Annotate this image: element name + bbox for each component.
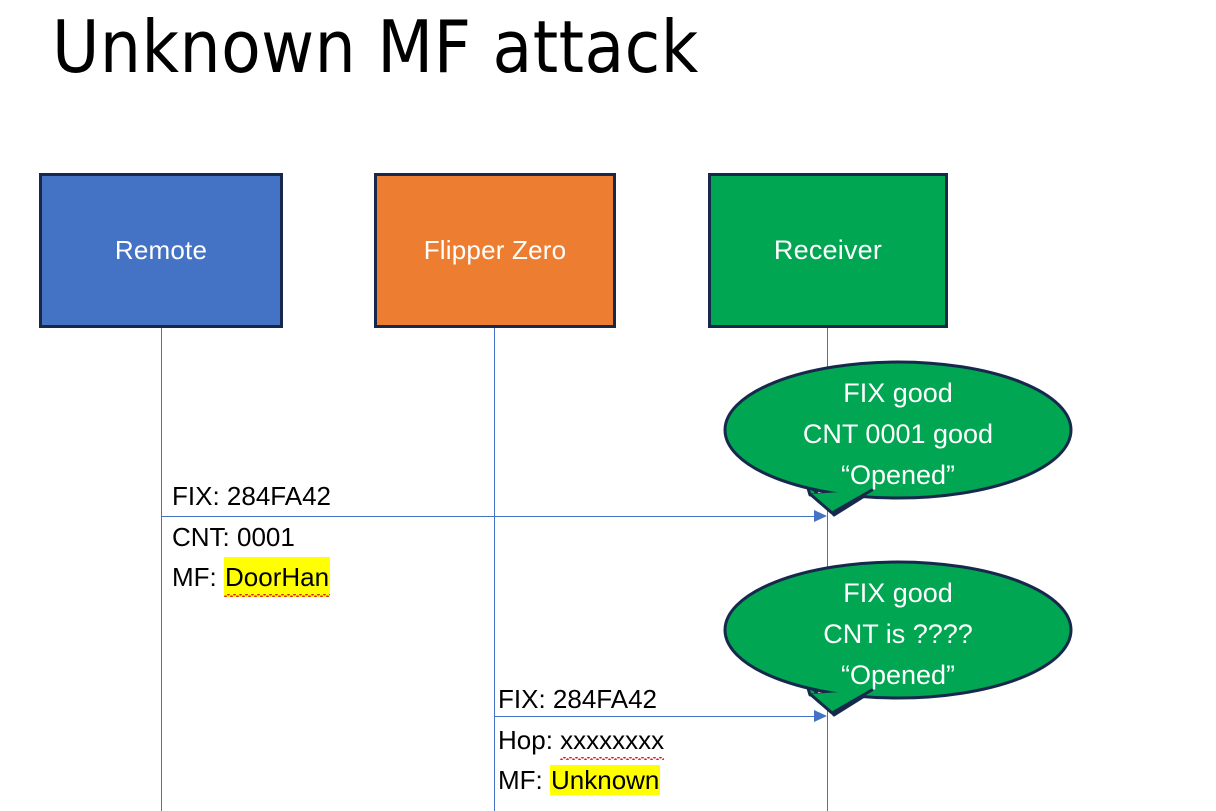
message-1-mf-value: DoorHan — [224, 557, 331, 597]
message-arrow-line-2 — [494, 716, 818, 717]
message-arrow-head-1 — [814, 510, 827, 522]
page-title: Unknown MF attack — [52, 5, 699, 89]
actor-box-remote[interactable]: Remote — [39, 173, 283, 328]
callout-shape-2 — [723, 560, 1073, 717]
message-1-mf-prefix: MF: — [172, 562, 224, 592]
actor-label-flipper: Flipper Zero — [423, 235, 567, 265]
actor-box-flipper[interactable]: Flipper Zero — [374, 173, 616, 328]
message-1-mf-line: MF: DoorHan — [172, 557, 331, 597]
message-2-hop-value: xxxxxxxx — [560, 720, 665, 760]
callout-shape-1 — [723, 360, 1073, 517]
lifeline-flipper — [494, 327, 495, 811]
actor-label-receiver: Receiver — [773, 235, 883, 265]
message-1-fix-line: FIX: 284FA42 — [172, 481, 331, 511]
message-label-below-1: CNT: 0001 MF: DoorHan — [172, 517, 331, 597]
message-2-hop-line: Hop: xxxxxxxx — [498, 720, 665, 760]
message-2-hop-prefix: Hop: — [498, 725, 561, 755]
message-label-below-2: Hop: xxxxxxxx MF: Unknown — [498, 720, 665, 800]
lifeline-remote — [161, 327, 162, 811]
callout-bubble-1[interactable]: FIX good CNT 0001 good “Opened” — [722, 360, 1074, 520]
message-2-mf-line: MF: Unknown — [498, 760, 664, 800]
actor-box-receiver[interactable]: Receiver — [708, 173, 948, 328]
message-label-above-2: FIX: 284FA42 — [498, 679, 657, 719]
message-arrow-head-2 — [814, 710, 827, 722]
callout-bubble-2[interactable]: FIX good CNT is ???? “Opened” — [722, 560, 1074, 720]
message-1-cnt-line: CNT: 0001 — [172, 522, 295, 552]
message-2-mf-value: Unknown — [550, 765, 661, 795]
message-label-above-1: FIX: 284FA42 — [172, 476, 331, 516]
message-arrow-line-1 — [161, 516, 818, 517]
message-2-fix-line: FIX: 284FA42 — [498, 684, 657, 714]
actor-label-remote: Remote — [114, 235, 208, 265]
message-2-mf-prefix: MF: — [498, 765, 550, 795]
